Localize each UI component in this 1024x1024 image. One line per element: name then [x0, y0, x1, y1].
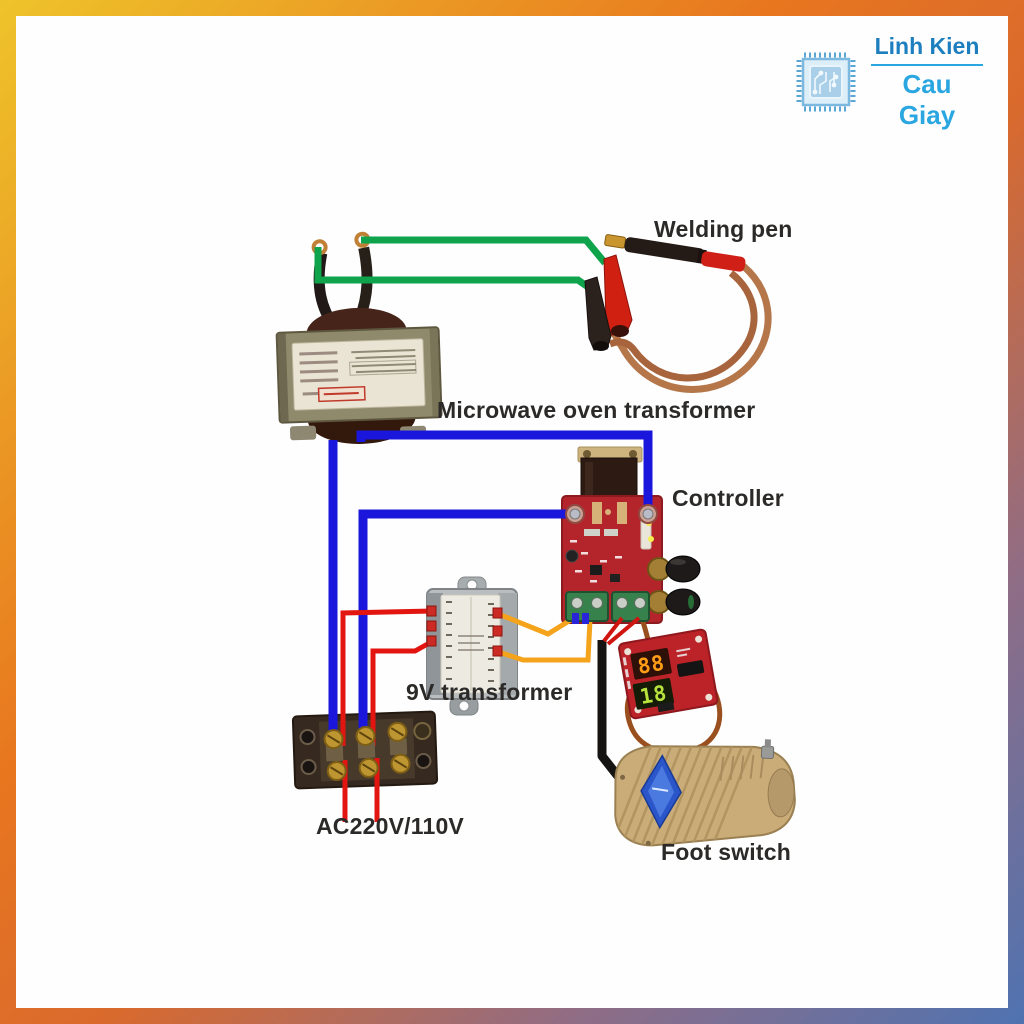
- led-yellow-2: [648, 536, 654, 542]
- display-ic-chip: [676, 660, 705, 677]
- label-ac-input: AC220V/110V: [316, 813, 464, 839]
- seven-seg-display-bottom: [632, 678, 675, 710]
- chip-icon: [796, 52, 856, 112]
- wire-ac-to-9v-primary-1: [340, 608, 434, 746]
- nine-v-transformer-pins: [426, 605, 503, 657]
- label-controller: Controller: [672, 485, 784, 511]
- label-microwave-oven-transformer: Microwave oven transformer: [437, 397, 756, 423]
- controller-overlays: [565, 504, 701, 646]
- wire-mot-to-controller: [356, 430, 653, 516]
- pedal-ridges: [719, 754, 765, 781]
- label-welding-pen: Welding pen: [654, 216, 793, 242]
- mot-label-left-text: [299, 351, 339, 396]
- silkscreen-marks: [570, 540, 622, 583]
- brand-logo: Linh Kien Cau Giay: [795, 33, 983, 131]
- capacitor: [565, 549, 579, 563]
- seven-seg-display-top: [630, 648, 672, 680]
- bobbin-pin-marks: [446, 601, 494, 682]
- brand-divider: [871, 64, 983, 66]
- foot-switch[interactable]: [610, 734, 797, 855]
- pen-upper: [604, 234, 746, 272]
- welding-pen: [584, 234, 772, 393]
- ac-terminal-block-screws: [323, 721, 411, 781]
- wire-ac-to-9v-primary-2: [370, 638, 435, 746]
- brand-text: Linh Kien Cau Giay: [871, 33, 983, 131]
- pedal-cable-gland: [760, 745, 775, 759]
- display-board: 88 18: [618, 628, 719, 720]
- wire-9v-to-controller-2: [495, 619, 593, 663]
- mot-label-right-text: [351, 348, 416, 374]
- brand-line-1: Linh Kien: [874, 33, 980, 59]
- knob-time[interactable]: [665, 588, 701, 616]
- microwave-oven-transformer: [275, 231, 443, 444]
- display-top-digits: 88: [636, 651, 667, 679]
- wire-mot-to-pen-top: [361, 236, 608, 266]
- wire-controller-to-ac-terminal: [358, 509, 577, 746]
- pen-upper-tip: [604, 234, 627, 249]
- pedal-end-cap: [767, 768, 795, 818]
- nine-v-transformer-base: [426, 576, 518, 716]
- brand-line-2: Cau Giay: [898, 69, 956, 130]
- wire-9v-to-controller-1: [495, 610, 579, 637]
- pen-copper-cable-inner: [608, 270, 758, 382]
- label-foot-switch: Foot switch: [661, 839, 791, 865]
- wire-mot-to-pen-bottom: [314, 247, 591, 290]
- bobbin-text: [458, 635, 484, 651]
- pen-copper-cable-outer: [608, 259, 772, 393]
- label-9v-transformer: 9V transformer: [406, 679, 573, 705]
